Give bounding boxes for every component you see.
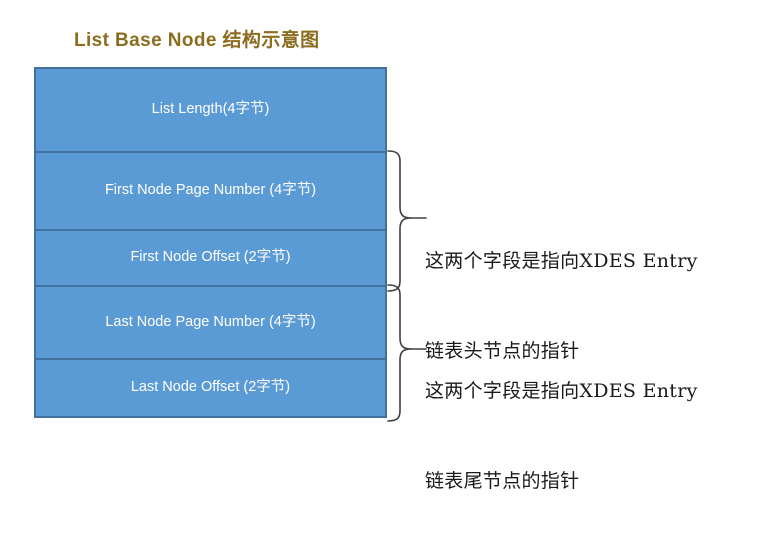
page-title: List Base Node 结构示意图 bbox=[74, 30, 320, 51]
field-label-first-node-offset: First Node Offset (2字节) bbox=[130, 249, 291, 266]
annotation-head-line-1: 这两个字段是指向XDES Entry bbox=[425, 250, 698, 272]
diagram-canvas: List Base Node 结构示意图 List Length(4字节) Fi… bbox=[34, 30, 698, 492]
list-base-node-struct-table: List Length(4字节) First Node Page Number … bbox=[34, 67, 387, 418]
curly-brace-head-icon bbox=[387, 150, 427, 292]
table-row: Last Node Page Number (4字节) bbox=[36, 287, 385, 360]
annotation-head-line-2: 链表头节点的指针 bbox=[425, 340, 580, 362]
table-row: Last Node Offset (2字节) bbox=[36, 360, 385, 416]
annotation-first-node-pointer: 这两个字段是指向XDES Entry 链表头节点的指针 bbox=[425, 186, 698, 426]
field-label-list-length: List Length(4字节) bbox=[151, 101, 270, 118]
annotation-last-node-pointer: 这两个字段是指向XDES Entry 链表尾节点的指针 bbox=[425, 316, 698, 556]
field-label-first-node-page-number: First Node Page Number (4字节) bbox=[104, 182, 317, 199]
table-row: First Node Page Number (4字节) bbox=[36, 153, 385, 231]
table-row: First Node Offset (2字节) bbox=[36, 231, 385, 287]
field-label-last-node-page-number: Last Node Page Number (4字节) bbox=[105, 313, 316, 330]
table-row: List Length(4字节) bbox=[36, 69, 385, 153]
annotation-tail-line-1: 这两个字段是指向XDES Entry bbox=[425, 380, 698, 402]
field-label-last-node-offset: Last Node Offset (2字节) bbox=[130, 379, 291, 396]
curly-brace-tail-icon bbox=[387, 284, 427, 422]
annotation-tail-line-2: 链表尾节点的指针 bbox=[425, 470, 580, 492]
